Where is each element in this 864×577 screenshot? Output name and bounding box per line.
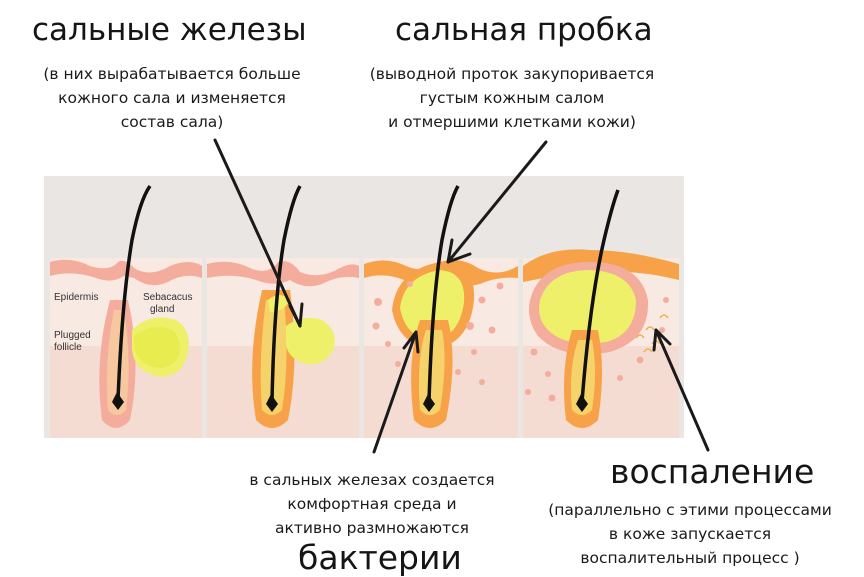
- panel-3: [364, 185, 518, 438]
- arrow-head-bacteria: [402, 330, 420, 354]
- panel-4: [523, 189, 679, 438]
- arrow-bacteria: [372, 330, 418, 454]
- label-gland: gland: [150, 304, 174, 315]
- note-sebaceous-glands: (в них вырабатывается больше кожного сал…: [43, 65, 301, 131]
- arrow-sebaceous-plug: [446, 140, 548, 264]
- arrow-inflammation: [654, 328, 710, 452]
- panel-1: [50, 184, 202, 438]
- heading-bacteria: бактерии: [298, 538, 462, 577]
- note-sebaceous-plug: (выводной проток закупоривается густым к…: [369, 65, 655, 131]
- heading-sebaceous-glands: сальные железы: [32, 12, 307, 48]
- label-epidermis: Epidermis: [54, 292, 98, 303]
- arrow-sebaceous-glands: [213, 138, 302, 328]
- label-plugged: Plugged: [54, 330, 91, 341]
- label-sebacacus: Sebacacus: [143, 292, 192, 303]
- panel-2: [207, 185, 359, 438]
- arrow-head-sebaceous-plug: [446, 238, 472, 264]
- note-inflammation: (параллельно с этими процессами в коже з…: [548, 501, 832, 567]
- heading-inflammation: воспаление: [610, 452, 815, 491]
- heading-sebaceous-plug: сальная пробка: [395, 12, 653, 48]
- note-bacteria: в сальных железах создается комфортная с…: [249, 471, 495, 537]
- arrow-head-inflammation: [652, 328, 672, 352]
- label-follicle: follicle: [54, 342, 82, 353]
- arrow-head-sebaceous-glands: [288, 302, 304, 328]
